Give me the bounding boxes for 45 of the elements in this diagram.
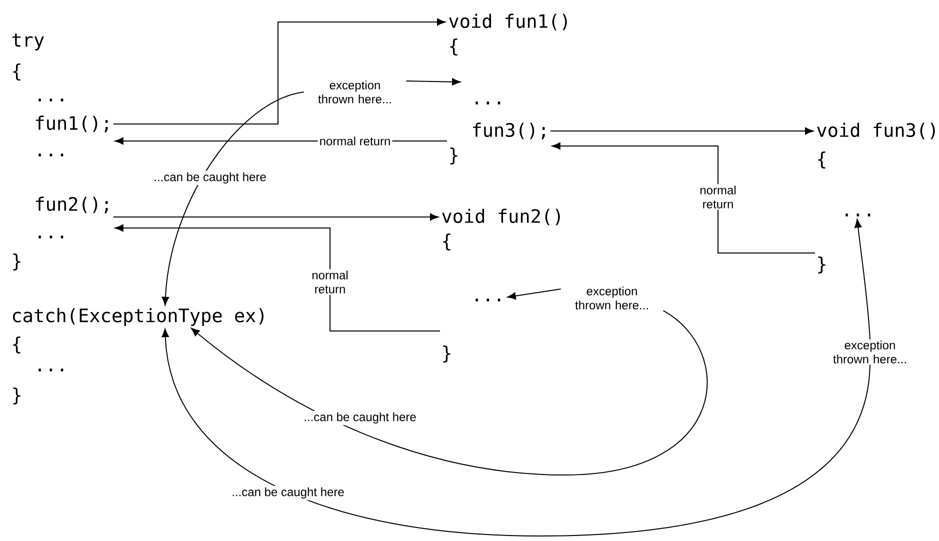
arrow xyxy=(112,18,446,124)
code-line: fun2(); xyxy=(36,196,108,214)
arrow xyxy=(112,213,439,221)
arrow xyxy=(114,224,440,332)
code-line: } xyxy=(13,387,20,405)
code-line: ... xyxy=(846,214,870,216)
edge-label: ...can be caught here xyxy=(230,486,346,500)
callout-text: exception thrown here... xyxy=(318,80,391,104)
code-line: { xyxy=(13,63,20,81)
code-line: ... xyxy=(38,236,64,238)
code-line: ... xyxy=(38,154,64,156)
arrow xyxy=(162,328,870,536)
arrow xyxy=(191,310,708,476)
code-line: void fun2() xyxy=(442,208,560,226)
code-line: } xyxy=(818,256,826,274)
code-line: ... xyxy=(38,98,64,102)
code-line: } xyxy=(443,345,450,363)
code-line: void fun1() xyxy=(449,14,567,30)
code-line: } xyxy=(450,147,458,165)
edge-label: normal return xyxy=(304,269,356,295)
arrow xyxy=(507,288,562,300)
callout-text: exception thrown here... xyxy=(833,340,906,364)
edge-label: normal return xyxy=(318,135,392,147)
code-line: try xyxy=(12,34,44,50)
code-line: { xyxy=(818,151,826,169)
code-line: { xyxy=(13,336,20,354)
code-line: void fun3() xyxy=(817,122,935,140)
code-line: ... xyxy=(38,368,64,372)
code-line: ... xyxy=(476,102,500,104)
code-line: { xyxy=(443,233,450,251)
code-line: } xyxy=(13,253,20,271)
edge-label: ...can be caught here xyxy=(302,410,418,426)
arrow xyxy=(552,142,816,254)
arrow xyxy=(162,92,304,306)
arrow xyxy=(550,127,814,135)
edge-label: ...can be caught here xyxy=(152,170,268,186)
edge-label: normal return xyxy=(692,184,744,210)
code-line: ... xyxy=(476,298,500,302)
code-line: fun3(); xyxy=(472,122,545,140)
arrow xyxy=(854,219,870,340)
leader-arrow xyxy=(406,78,461,86)
code-line: { xyxy=(450,38,458,56)
code-line: catch(ExceptionType ex) xyxy=(12,308,264,326)
callout-text: exception thrown here... xyxy=(575,286,648,310)
code-line: fun1(); xyxy=(36,116,108,132)
